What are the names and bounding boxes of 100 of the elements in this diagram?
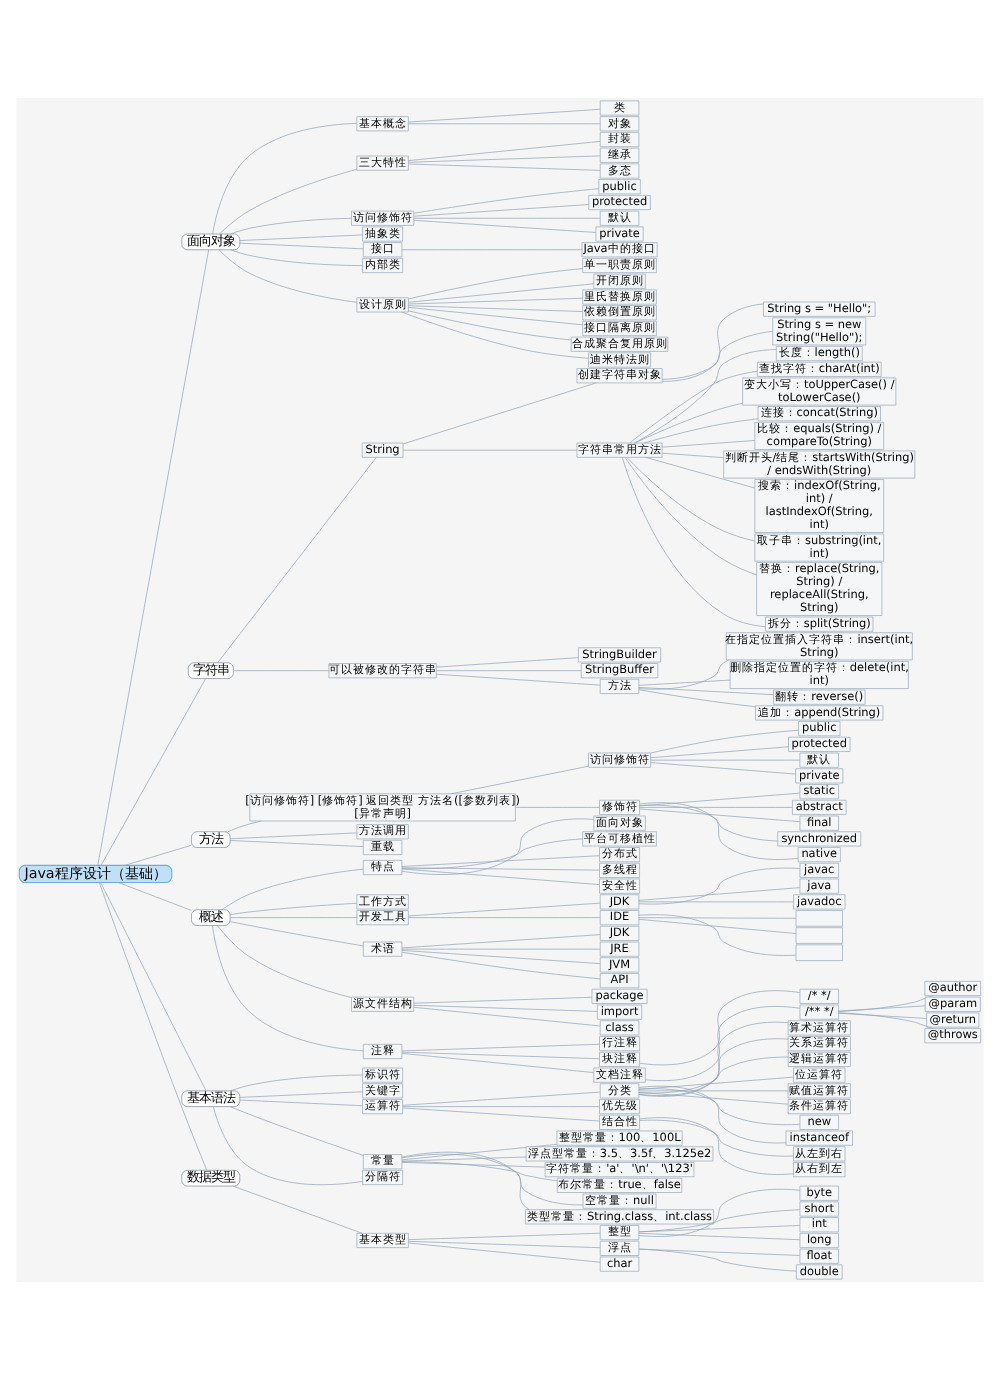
connector (401, 950, 601, 964)
connector (638, 659, 730, 690)
connector (661, 303, 764, 382)
connector (213, 1106, 363, 1186)
connector (638, 917, 797, 919)
connector (401, 934, 601, 949)
connector (661, 440, 756, 448)
connector (217, 457, 377, 663)
connector (408, 108, 601, 123)
connector (638, 1090, 789, 1092)
connector (626, 457, 756, 542)
connector (402, 1106, 600, 1107)
connector (408, 1240, 601, 1249)
node-box (795, 910, 843, 927)
connector (638, 1225, 801, 1233)
connector (401, 855, 600, 867)
connector (624, 457, 757, 576)
connector (638, 1088, 801, 1125)
connector (401, 818, 594, 875)
connector (408, 902, 601, 917)
connector (436, 657, 579, 668)
connector (638, 918, 797, 934)
connector (638, 1021, 789, 1097)
connector (638, 1056, 789, 1094)
connector (638, 1248, 801, 1256)
connector (413, 1006, 601, 1027)
connector (638, 1076, 794, 1090)
connector (408, 283, 594, 303)
connector (401, 1162, 546, 1168)
connector (638, 687, 774, 696)
connector (838, 1012, 933, 1029)
connector (413, 188, 600, 214)
connector (638, 679, 731, 686)
connector (639, 990, 801, 1066)
connector (230, 1074, 363, 1092)
connector (408, 1232, 601, 1240)
connector (639, 808, 801, 822)
connector (100, 882, 207, 1092)
connector (408, 1242, 601, 1263)
connector (638, 901, 794, 903)
connector (838, 1012, 927, 1019)
connector (515, 807, 600, 808)
connector (239, 234, 363, 241)
connector (230, 840, 364, 847)
connector (638, 867, 801, 905)
connector (230, 917, 357, 918)
connector (638, 1188, 801, 1237)
connector (401, 951, 601, 980)
connector (401, 838, 583, 870)
connector (645, 457, 756, 489)
connector (408, 155, 601, 163)
connector (638, 1038, 789, 1096)
connector (230, 249, 363, 266)
connector (401, 1053, 595, 1073)
connector (643, 418, 759, 444)
connector (401, 867, 600, 871)
connector (401, 1144, 558, 1161)
connector (638, 914, 797, 956)
connector (408, 917, 601, 918)
connector (838, 995, 933, 1012)
connector (218, 249, 357, 303)
connector (650, 746, 789, 759)
connector (413, 217, 601, 219)
connector (408, 307, 583, 326)
connector (402, 1107, 600, 1122)
connector (100, 678, 206, 866)
connector (408, 268, 583, 300)
connector (639, 1117, 794, 1175)
connector (650, 729, 799, 754)
connector (239, 242, 364, 250)
connector (638, 689, 756, 708)
connector (229, 921, 364, 947)
connector (401, 1151, 530, 1210)
connector (97, 249, 209, 866)
connector (217, 925, 352, 998)
connector (402, 382, 597, 445)
connector (232, 1185, 363, 1234)
connector (402, 1091, 601, 1106)
connector (408, 305, 583, 312)
connector (634, 349, 777, 444)
connector (408, 310, 572, 341)
connector (661, 330, 774, 380)
connector (650, 759, 801, 761)
connector (212, 925, 364, 1052)
connector (401, 868, 600, 885)
connector (436, 673, 601, 686)
connector (99, 882, 208, 1171)
connector (638, 1209, 801, 1233)
connector (639, 1119, 794, 1157)
connector (401, 311, 589, 359)
connector (401, 1043, 600, 1052)
connector (838, 1005, 926, 1012)
connector (219, 169, 358, 235)
connector (230, 832, 357, 840)
connector (634, 402, 743, 444)
connector (230, 217, 352, 235)
connector (401, 1161, 558, 1182)
connector (212, 123, 357, 235)
connector (413, 1004, 598, 1012)
connector (229, 902, 358, 915)
